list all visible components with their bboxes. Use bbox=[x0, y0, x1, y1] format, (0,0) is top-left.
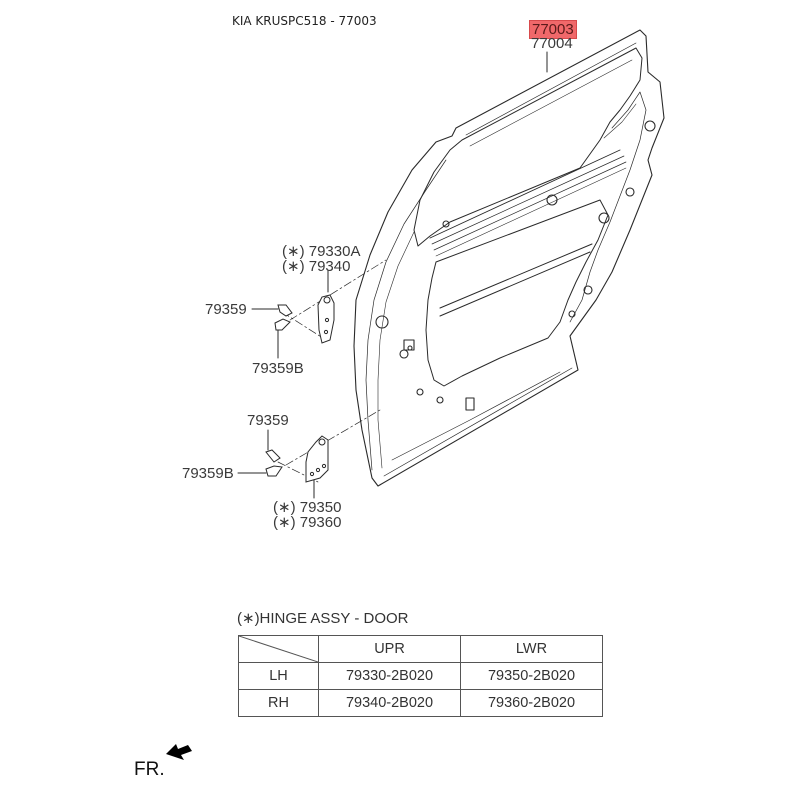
rear-door-panel-drawing bbox=[353, 29, 665, 487]
callout-77003[interactable]: 77003 bbox=[529, 20, 577, 39]
part-number-cell[interactable]: 79330-2B020 bbox=[318, 662, 461, 690]
callout-79340[interactable]: (∗) 79340 bbox=[282, 258, 351, 275]
front-direction-arrow-icon bbox=[166, 744, 192, 760]
column-header-lwr: LWR bbox=[460, 635, 603, 663]
part-number-cell[interactable]: 79360-2B020 bbox=[460, 689, 603, 717]
lower-bolt-79359 bbox=[265, 449, 281, 463]
hinge-part-table: UPR LWR LH 79330-2B020 79350-2B020 RH 79… bbox=[238, 635, 603, 717]
callout-79359-lower[interactable]: 79359 bbox=[247, 412, 289, 429]
lower-hinge-part bbox=[305, 435, 329, 483]
hinge-legend-title: (∗)HINGE ASSY - DOOR bbox=[237, 610, 409, 627]
callout-79330a[interactable]: (∗) 79330A bbox=[282, 243, 361, 260]
table-corner-cell bbox=[238, 635, 319, 663]
upper-bolt-79359 bbox=[277, 304, 293, 317]
callout-79359b-upper[interactable]: 79359B bbox=[252, 360, 304, 377]
row-label-lh: LH bbox=[238, 662, 319, 690]
upper-hinge-part bbox=[317, 294, 335, 344]
callout-79359b-lower[interactable]: 79359B bbox=[182, 465, 234, 482]
callout-77004[interactable]: 77004 bbox=[531, 35, 573, 52]
upper-bolt-79359b bbox=[274, 318, 291, 331]
table-row: LH 79330-2B020 79350-2B020 bbox=[238, 662, 603, 690]
table-row: RH 79340-2B020 79360-2B020 bbox=[238, 689, 603, 717]
part-number-cell[interactable]: 79340-2B020 bbox=[318, 689, 461, 717]
diagonal-divider-icon bbox=[239, 636, 318, 662]
lower-bolt-79359b bbox=[265, 465, 283, 477]
front-direction-label: FR. bbox=[134, 759, 165, 780]
diagram-title: KIA KRUSPC518 - 77003 bbox=[232, 14, 377, 28]
callout-79350[interactable]: (∗) 79350 bbox=[273, 499, 342, 516]
callout-79360[interactable]: (∗) 79360 bbox=[273, 514, 342, 531]
callout-79359-upper[interactable]: 79359 bbox=[205, 301, 247, 318]
table-header-row: UPR LWR bbox=[238, 635, 603, 663]
part-number-cell[interactable]: 79350-2B020 bbox=[460, 662, 603, 690]
row-label-rh: RH bbox=[238, 689, 319, 717]
callout-77003-highlight[interactable]: 77003 bbox=[529, 20, 577, 39]
column-header-upr: UPR bbox=[318, 635, 461, 663]
